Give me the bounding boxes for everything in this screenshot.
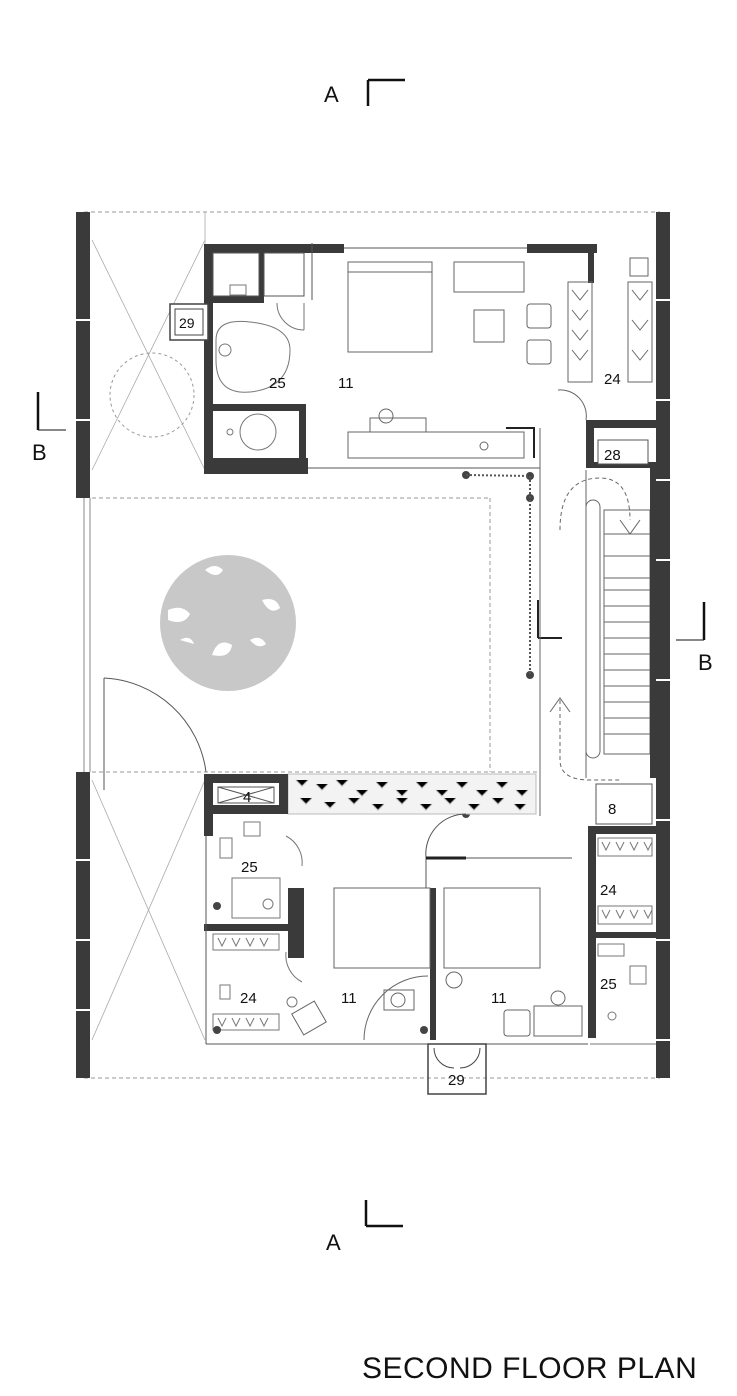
curtain-lines bbox=[465, 474, 531, 675]
upper-block-thin-lines bbox=[212, 243, 540, 469]
section-marker-b-right bbox=[676, 602, 706, 641]
outer-boundary bbox=[84, 211, 660, 1079]
room-label-29-bottom: 29 bbox=[448, 1072, 465, 1089]
shaft-29-top bbox=[169, 303, 209, 341]
room-label-11-right: 11 bbox=[491, 990, 507, 1007]
section-label-b-left: B bbox=[32, 440, 47, 465]
staircase bbox=[539, 428, 651, 816]
curtain-beads bbox=[462, 471, 534, 818]
room-label-25-left: 25 bbox=[241, 859, 258, 876]
upper-bath-fixtures bbox=[215, 284, 305, 451]
lift-8 bbox=[595, 783, 653, 825]
left-glazing bbox=[83, 498, 91, 772]
door-swing-center bbox=[425, 813, 467, 859]
lower-block-thin-lines bbox=[205, 786, 588, 1045]
room-label-11-left: 11 bbox=[341, 990, 357, 1007]
terrace-diagonals bbox=[91, 212, 206, 1041]
section-marker-a-bottom bbox=[364, 1200, 403, 1228]
wardrobe-24-top bbox=[557, 257, 653, 421]
room-label-24-right: 24 bbox=[600, 882, 617, 899]
room-label-25-right: 25 bbox=[600, 976, 617, 993]
exterior-walls bbox=[76, 212, 670, 1078]
room-label-24-top: 24 bbox=[604, 371, 621, 388]
upper-bedroom-furniture bbox=[347, 261, 552, 459]
plan-title: SECOND FLOOR PLAN bbox=[362, 1352, 697, 1385]
entry-door bbox=[103, 677, 207, 790]
divider-markers bbox=[537, 600, 562, 639]
room-label-29-top: 29 bbox=[179, 315, 195, 331]
court-tree bbox=[160, 555, 296, 691]
room-label-25-top: 25 bbox=[269, 375, 286, 392]
section-label-b-right: B bbox=[698, 650, 713, 675]
lower-bedroom-furniture bbox=[291, 887, 583, 1041]
section-label-a-top: A bbox=[324, 82, 339, 107]
room-label-24-left: 24 bbox=[240, 990, 257, 1007]
lower-block-walls bbox=[204, 774, 656, 1040]
lower-right-fixtures bbox=[590, 837, 656, 1045]
store-28 bbox=[597, 439, 649, 465]
lower-left-columns bbox=[213, 902, 428, 1034]
shaft-29-bottom bbox=[427, 1043, 487, 1095]
section-marker-b-left bbox=[36, 392, 66, 431]
exterior-wall-joints bbox=[76, 299, 670, 1041]
section-marker-a-top bbox=[366, 78, 405, 106]
section-label-a-bottom: A bbox=[326, 1230, 341, 1255]
planter-circle bbox=[109, 352, 195, 438]
room-label-8: 8 bbox=[608, 801, 616, 818]
room-label-11-top: 11 bbox=[338, 375, 354, 392]
planter-strip bbox=[287, 773, 537, 815]
room-label-28: 28 bbox=[604, 447, 621, 464]
room-label-4: 4 bbox=[243, 789, 251, 806]
lower-left-fixtures bbox=[212, 821, 303, 1031]
stair-walls bbox=[650, 468, 656, 778]
upper-block-walls bbox=[204, 244, 656, 474]
